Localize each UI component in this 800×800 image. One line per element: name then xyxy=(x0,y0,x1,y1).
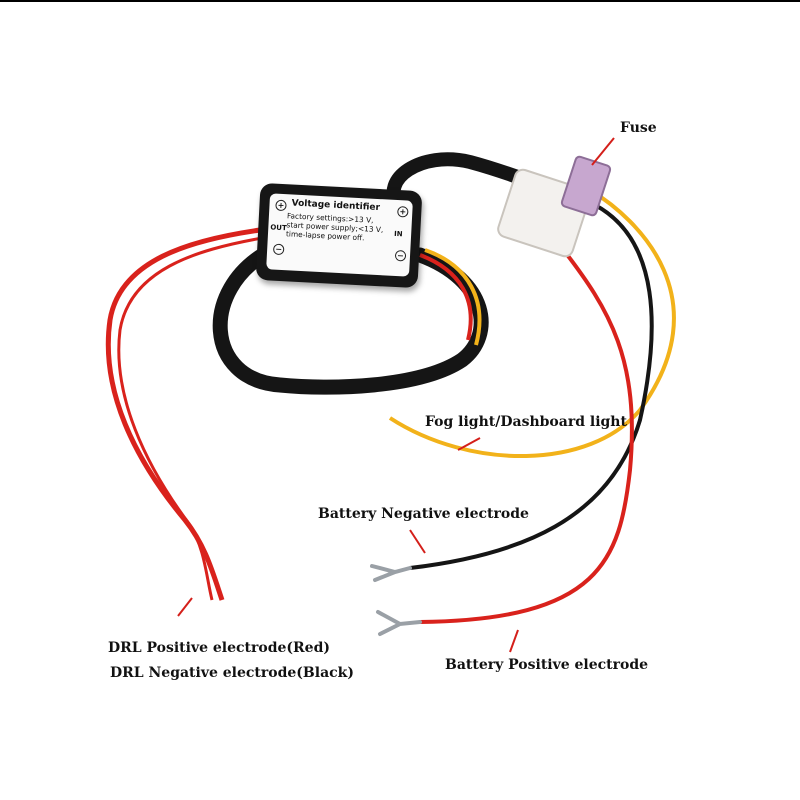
module-out-label: OUT xyxy=(270,223,287,233)
battery-positive-label: Battery Positive electrode xyxy=(445,657,649,673)
out-minus-terminal: − xyxy=(272,243,285,256)
out-plus-terminal: + xyxy=(275,199,287,212)
drl-pointer xyxy=(177,597,193,617)
inner-red-wire xyxy=(419,253,473,341)
positive-fork-terminal xyxy=(376,610,422,636)
battery-negative-label: Battery Negative electrode xyxy=(318,506,529,522)
fog-pointer xyxy=(457,437,481,451)
yellow-fog-wire xyxy=(388,188,676,458)
drl-negative-label: DRL Negative electrode(Black) xyxy=(110,665,354,681)
fuse-label: Fuse xyxy=(620,120,657,136)
in-minus-terminal: − xyxy=(394,249,407,262)
in-plus-terminal: + xyxy=(397,206,409,218)
top-border xyxy=(0,0,800,2)
fuse-pointer xyxy=(591,137,615,166)
negative-fork-terminal xyxy=(370,564,412,582)
module-in-label: IN xyxy=(393,229,403,239)
positive-pointer xyxy=(509,629,519,653)
negative-pointer xyxy=(409,529,426,554)
fuse-body xyxy=(560,155,612,217)
drl-positive-label: DRL Positive electrode(Red) xyxy=(108,640,330,656)
inner-yellow-wire xyxy=(424,248,482,346)
module-line-3: time-lapse power off. xyxy=(285,229,365,243)
module-title: Voltage identifier xyxy=(291,198,381,214)
module-label-panel: Voltage identifier Factory settings:>13 … xyxy=(266,193,413,277)
voltage-identifier-module: Voltage identifier Factory settings:>13 … xyxy=(255,182,423,289)
red-drl-wire-2 xyxy=(117,236,263,601)
fog-light-label: Fog light/Dashboard light xyxy=(425,414,627,430)
red-positive-wire xyxy=(419,246,634,624)
black-negative-wire xyxy=(409,203,654,570)
